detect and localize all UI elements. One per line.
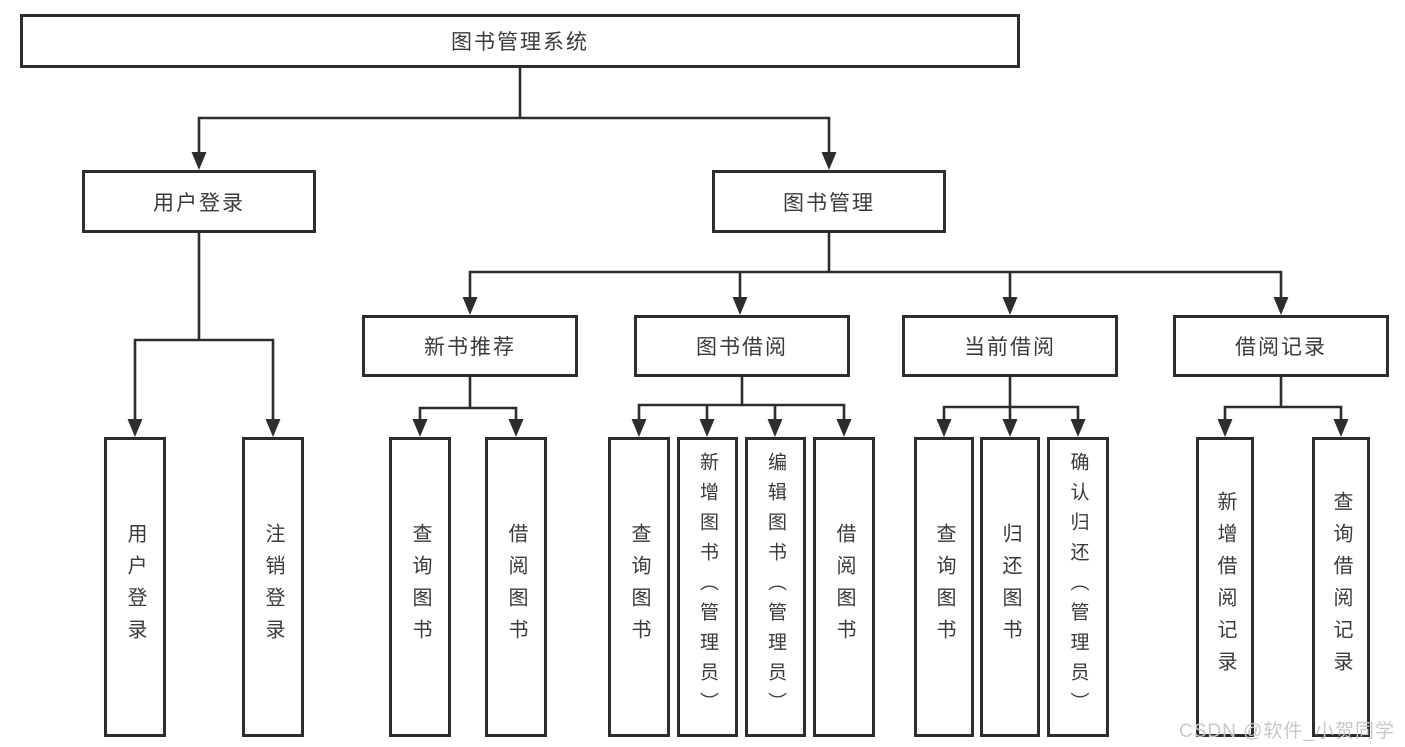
node-borrow-records: 借阅记录 <box>1173 315 1389 377</box>
leaf-query-books-recommend: 查询图书 <box>389 437 451 737</box>
leaf-user-login: 用户登录 <box>104 437 166 737</box>
leaf-query-borrow-record: 查询借阅记录 <box>1312 437 1370 737</box>
leaf-edit-books-admin: 编辑图书（管理员） <box>745 437 806 737</box>
node-user-login: 用户登录 <box>82 170 316 233</box>
node-book-management: 图书管理 <box>712 170 946 233</box>
arrowheads <box>127 152 1349 437</box>
leaf-add-borrow-record: 新增借阅记录 <box>1196 437 1254 737</box>
node-new-book-recommend: 新书推荐 <box>362 315 578 377</box>
node-book-borrow: 图书借阅 <box>634 315 850 377</box>
leaf-return-books: 归还图书 <box>980 437 1040 737</box>
csdn-watermark: CSDN @软件_小贺同学 <box>1179 721 1395 742</box>
node-current-borrow: 当前借阅 <box>902 315 1118 377</box>
leaf-borrow-books-recommend: 借阅图书 <box>485 437 547 737</box>
leaf-add-books-admin: 新增图书（管理员） <box>677 437 738 737</box>
leaf-query-books-current: 查询图书 <box>914 437 974 737</box>
leaf-borrow-books: 借阅图书 <box>813 437 875 737</box>
leaf-logout: 注销登录 <box>242 437 304 737</box>
leaf-confirm-return-admin: 确认归还（管理员） <box>1047 437 1109 737</box>
leaf-query-books-borrow: 查询图书 <box>608 437 670 737</box>
node-library-management-system: 图书管理系统 <box>20 14 1020 68</box>
